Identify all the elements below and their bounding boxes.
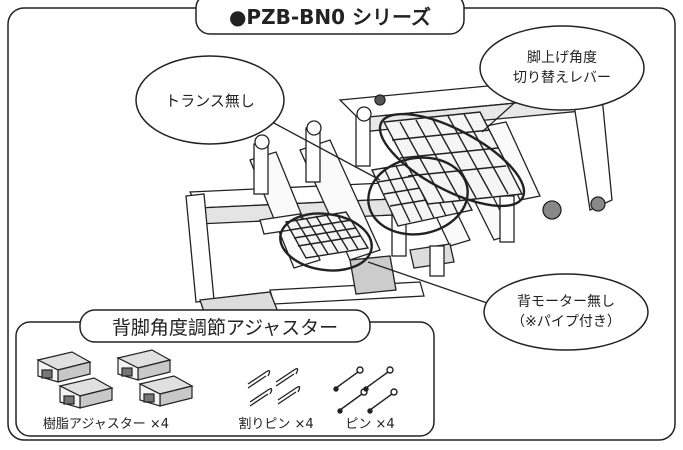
highlight-transfer bbox=[367, 156, 469, 236]
adjuster-panel-title: 背脚角度調節アジャスター bbox=[112, 317, 338, 339]
callout-leg-lever: 脚上げ角度 切り替えレバー bbox=[479, 25, 645, 133]
callout-back-motor-line1: 背モーター無し bbox=[517, 294, 615, 310]
split-pin-label: 割りピン ×4 bbox=[238, 416, 313, 432]
callout-leg-lever-line1: 脚上げ角度 bbox=[527, 50, 597, 66]
highlight-leg-lever bbox=[378, 112, 526, 208]
adjuster-panel-title-tab bbox=[79, 309, 371, 343]
pin-icon bbox=[333, 366, 398, 414]
pin-label: ピン ×4 bbox=[345, 417, 394, 432]
mesh-panels bbox=[284, 111, 524, 259]
callout-transfer: トランス無し bbox=[135, 55, 381, 181]
resin-adjuster-icon bbox=[36, 349, 194, 409]
title-tab: ●PZB-BN0 シリーズ bbox=[195, 0, 465, 35]
callout-back-motor-line2: （※パイプ付き） bbox=[511, 314, 621, 330]
split-pin-icon bbox=[247, 368, 301, 407]
callout-transfer-text: トランス無し bbox=[165, 92, 255, 110]
adjuster-panel: 背脚角度調節アジャスター bbox=[15, 309, 435, 437]
callout-leg-lever-line2: 切り替えレバー bbox=[513, 70, 611, 86]
highlight-back-motor bbox=[279, 212, 373, 272]
resin-adjuster-label: 樹脂アジャスター ×4 bbox=[43, 417, 169, 432]
callout-back-motor: 背モーター無し （※パイプ付き） bbox=[367, 261, 649, 351]
highlight-ellipses bbox=[279, 112, 526, 272]
page-title: ●PZB-BN0 シリーズ bbox=[229, 5, 431, 29]
